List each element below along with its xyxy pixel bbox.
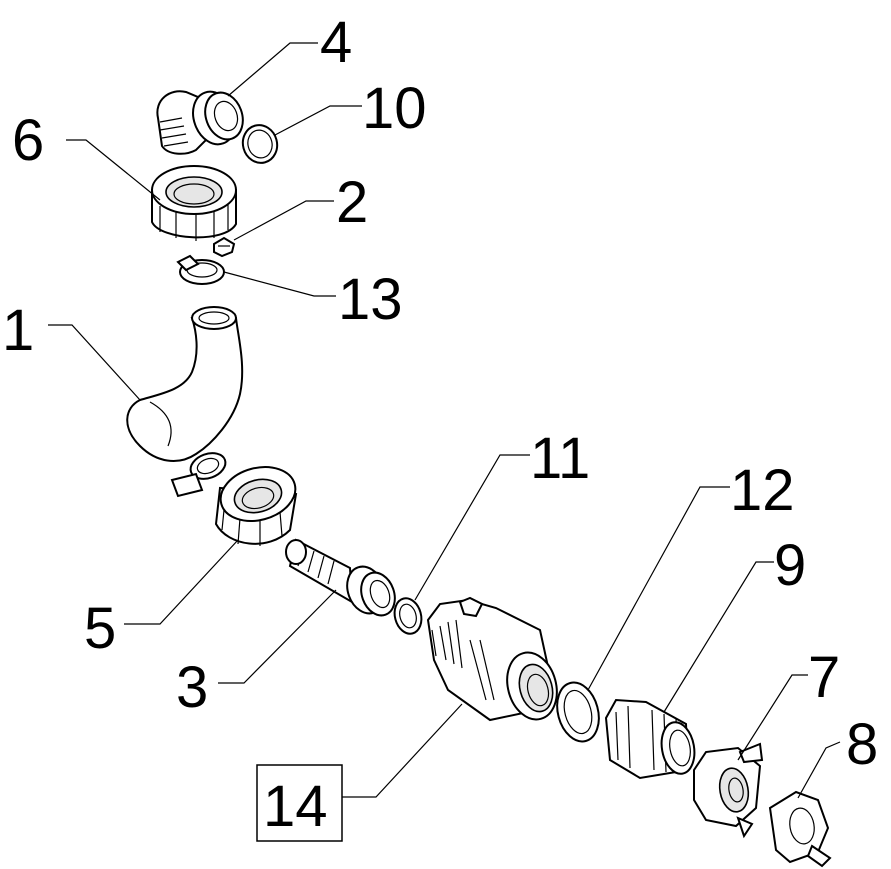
leader-14 (342, 703, 463, 798)
label-part-10: 10 (362, 76, 427, 141)
label-part-11: 11 (530, 426, 590, 491)
leader-3 (218, 589, 337, 684)
part-12-gasket (556, 681, 600, 743)
part-1-lower-clamp (170, 452, 227, 498)
callout-box-14 (256, 764, 343, 842)
part-3-nozzle-fitting (285, 538, 396, 617)
label-part-2: 2 (336, 170, 368, 235)
label-part-7: 7 (808, 645, 840, 710)
leader-lines (48, 42, 841, 799)
leader-8 (797, 741, 841, 799)
part-number-labels: 4 10 6 2 13 1 11 12 9 5 7 3 8 14 (2, 10, 878, 839)
leader-2 (233, 200, 334, 241)
label-part-5: 5 (84, 596, 116, 661)
leader-7 (737, 674, 808, 761)
part-14-coupling-body (426, 596, 558, 722)
part-13-hose-clamp (176, 254, 225, 285)
part-2-clip (213, 236, 236, 258)
label-part-14: 14 (263, 774, 328, 839)
leader-6 (66, 139, 161, 201)
leader-9 (663, 561, 774, 713)
leader-11 (414, 454, 530, 601)
label-part-4: 4 (320, 10, 352, 75)
part-4-elbow-fitting (156, 90, 244, 155)
label-part-12: 12 (730, 458, 795, 523)
label-part-6: 6 (12, 108, 44, 173)
part-1-hose (126, 306, 244, 462)
part-11-o-ring (393, 597, 423, 635)
leader-4 (227, 42, 318, 97)
part-5-threaded-nut (214, 466, 298, 546)
part-9-threaded-adapter (604, 698, 696, 780)
leader-13 (223, 271, 336, 297)
leader-5 (124, 539, 239, 625)
part-7-quick-coupling (693, 742, 764, 839)
leader-12 (587, 486, 730, 691)
part-6-ring-nut (151, 165, 237, 241)
label-part-1: 1 (2, 298, 34, 363)
leader-1 (48, 324, 141, 401)
label-part-8: 8 (846, 712, 878, 777)
label-part-13: 13 (338, 267, 403, 332)
leader-10 (274, 105, 362, 136)
label-part-9: 9 (774, 533, 806, 598)
part-10-o-ring (241, 124, 279, 164)
part-8-cap (768, 790, 832, 868)
label-part-3: 3 (176, 655, 208, 720)
